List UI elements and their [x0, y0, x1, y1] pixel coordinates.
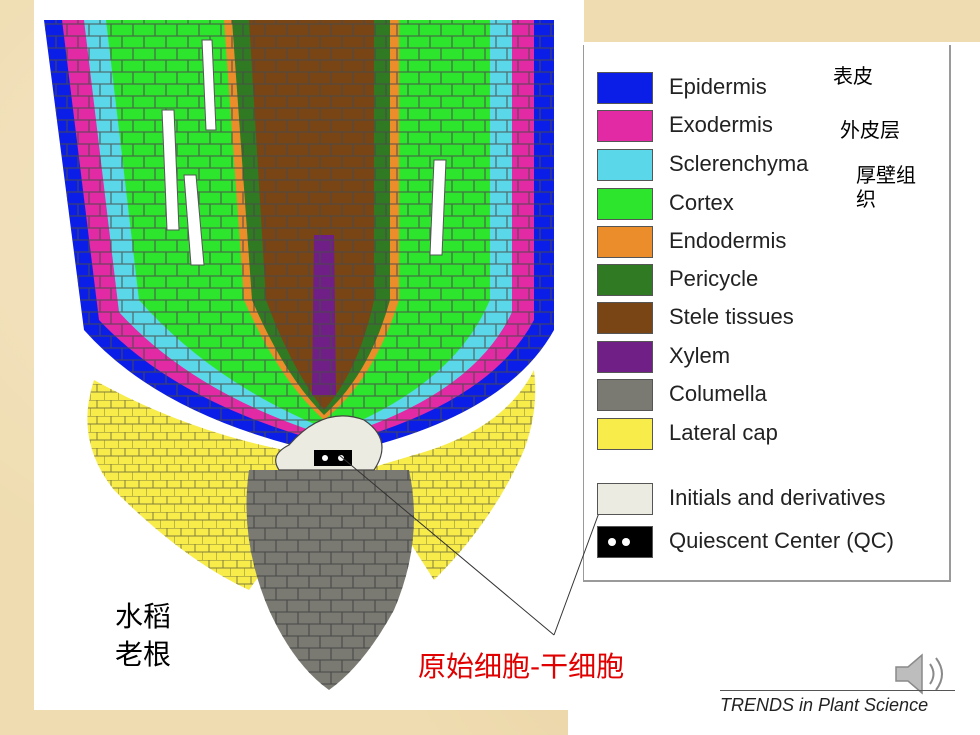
- legend-swatch: [597, 149, 653, 181]
- legend-label: Sclerenchyma: [669, 151, 809, 176]
- speaker-icon[interactable]: [892, 650, 954, 698]
- legend-label: Columella: [669, 381, 767, 406]
- legend-swatch: [597, 418, 653, 450]
- legend-label: Endodermis: [669, 228, 787, 253]
- legend-swatch: [597, 226, 653, 258]
- legend-label: Epidermis: [669, 74, 767, 99]
- root-tip-diagram: [34, 0, 584, 710]
- legend-frame: [583, 45, 951, 582]
- legend-swatch: [597, 72, 653, 104]
- legend-swatch: [597, 264, 653, 296]
- legend-swatch: [597, 379, 653, 411]
- root-tip-illustration: [44, 20, 555, 690]
- rice-old-root-line2: 老根: [115, 638, 172, 671]
- legend-label: Xylem: [669, 343, 731, 368]
- source-divider: [720, 690, 955, 691]
- legend-swatch: [597, 188, 653, 220]
- initials-region: [275, 415, 383, 471]
- epidermis-cn-label: 表皮: [833, 64, 873, 88]
- legend-swatch: [597, 302, 653, 334]
- stem-cell-label: 原始细胞-干细胞: [418, 650, 625, 683]
- source-credit: TRENDS in Plant Science: [720, 695, 929, 715]
- legend-label: Initials and derivatives: [669, 485, 886, 510]
- legend-label: Cortex: [669, 190, 734, 215]
- legend-label: Quiescent Center (QC): [669, 528, 894, 553]
- legend-swatch: [597, 110, 653, 142]
- legend-label: Exodermis: [669, 112, 773, 137]
- quiescent-center: [314, 450, 352, 466]
- legend-label: Pericycle: [669, 266, 759, 291]
- exodermis-cn-label: 外皮层: [840, 118, 900, 142]
- legend-label: Stele tissues: [669, 304, 794, 329]
- legend-label: Lateral cap: [669, 420, 778, 445]
- rice-old-root-line1: 水稻: [115, 600, 172, 633]
- sclerenchyma-cn-label: 厚壁组 织: [856, 163, 916, 211]
- legend-swatch: [597, 526, 653, 558]
- legend-swatch: [597, 483, 653, 515]
- legend-swatch: [597, 341, 653, 373]
